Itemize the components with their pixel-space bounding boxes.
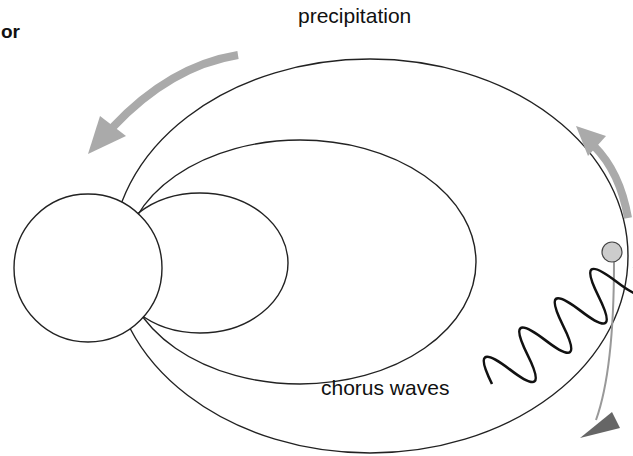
precipitation-label: precipitation — [298, 4, 411, 27]
outer-field-line — [112, 59, 628, 453]
middle-field-line — [124, 140, 476, 384]
electron — [602, 242, 622, 262]
arrow-head — [88, 116, 126, 154]
panel-letter: or — [1, 22, 20, 43]
particle-path — [596, 262, 614, 420]
precipitation-arrow — [112, 55, 238, 128]
bounce-arrow — [594, 146, 628, 218]
arrow-head — [580, 412, 620, 438]
chorus-wave — [476, 248, 633, 404]
arrow-head — [576, 126, 606, 156]
chorus-waves-label: chorus waves — [321, 376, 449, 399]
earth — [14, 194, 162, 342]
